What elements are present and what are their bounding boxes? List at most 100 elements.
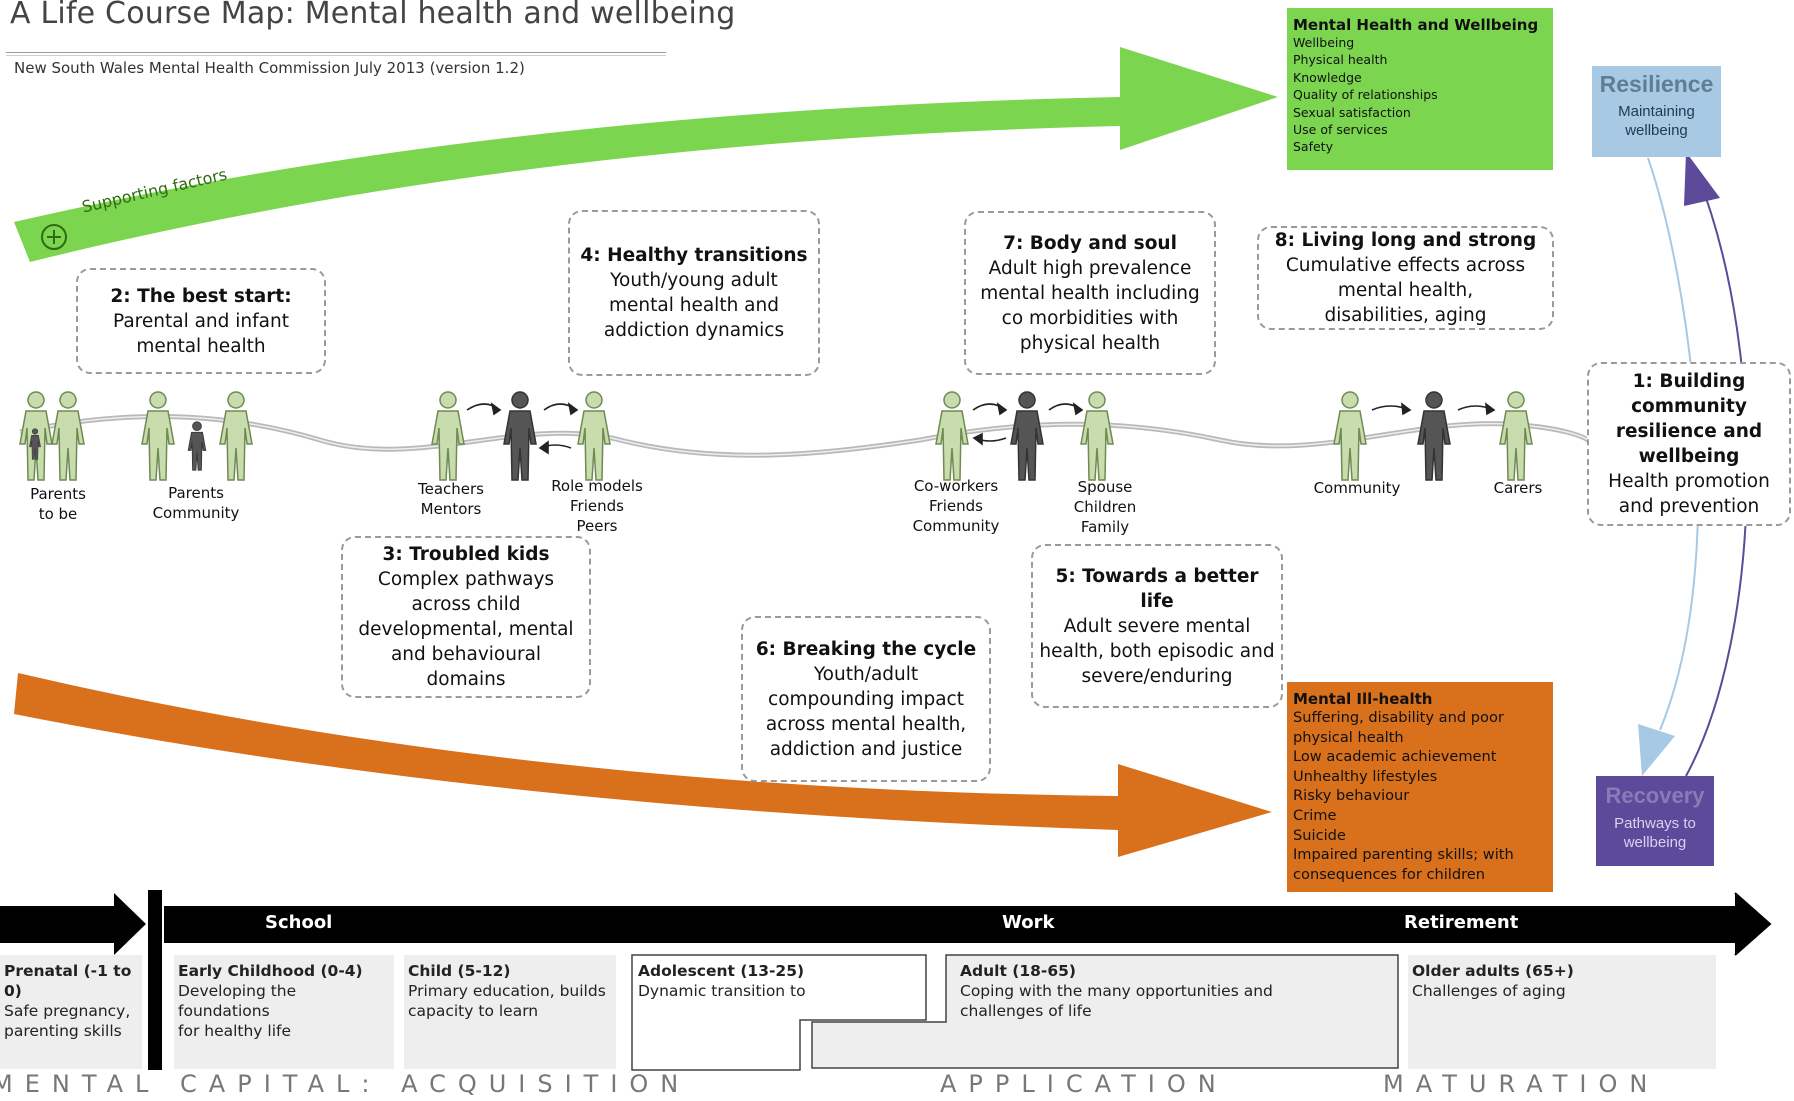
list-item: Physical health	[1293, 52, 1388, 68]
box-heading: 4: Healthy transitions	[580, 245, 808, 266]
phase-body: Dynamic transition to a	[638, 982, 810, 1000]
phase-early-childhood: Early Childhood (0-4) Developing the fou…	[174, 955, 394, 1069]
ill-health-outcomes-box: Mental Ill-health Suffering, disability …	[1287, 682, 1553, 892]
interaction-arrows	[466, 402, 1496, 455]
box-healthy-transitions: 4: Healthy transitions Youth/young adult…	[568, 210, 820, 376]
page-title: A Life Course Map: Mental health and wel…	[10, 0, 736, 31]
phase-heading: Adolescent (13-25)	[638, 962, 805, 980]
box-body-and-soul: 7: Body and soul Adult high prevalence m…	[964, 211, 1216, 375]
resilience-title: Resilience	[1599, 71, 1714, 97]
phase-body: Primary education, builds capacity to le…	[408, 982, 606, 1020]
phase-child: Child (5-12) Primary education, builds c…	[404, 955, 616, 1069]
page-subtitle: New South Wales Mental Health Commission…	[14, 59, 525, 77]
child-icon	[187, 421, 207, 471]
recovery-subtitle: Pathways to wellbeing	[1614, 815, 1696, 851]
phase-body: Safe pregnancy, parenting skills	[4, 1002, 131, 1040]
adult-icon	[1010, 391, 1044, 481]
box-heading: 8: Living long and strong	[1274, 230, 1537, 251]
box-heading: 3: Troubled kids	[382, 544, 550, 565]
list-item: consequences for children	[1293, 865, 1486, 883]
list-item: Safety	[1293, 139, 1333, 155]
person-label: Role models Friends Peers	[551, 477, 643, 535]
wellbeing-outcomes-box: Mental Health and Wellbeing Wellbeing Ph…	[1287, 8, 1553, 170]
box-heading: 2: The best start:	[110, 285, 292, 307]
adult-outline	[811, 954, 1399, 1069]
list-item: Sexual satisfaction	[1293, 104, 1411, 120]
list-item: Use of services	[1293, 122, 1388, 138]
box-body: Youth/young adult mental health and addi…	[603, 270, 785, 341]
person-label: Community	[1313, 479, 1401, 497]
title-divider	[6, 52, 666, 56]
person-icon	[431, 391, 465, 481]
phase-body: Coping with the many opportunities and c…	[960, 982, 1273, 1020]
person-label: Spouse Children Family	[1073, 478, 1137, 536]
person-icon	[219, 391, 253, 481]
box-body: Health promotion and prevention	[1608, 471, 1770, 517]
mental-capital-application: APPLICATION	[940, 1070, 1228, 1098]
phase-heading: Child (5-12)	[408, 962, 511, 980]
list-item: Suffering, disability and poor	[1293, 709, 1504, 726]
person-icon	[141, 391, 175, 481]
box-best-start: 2: The best start: Parental and infant m…	[76, 268, 326, 374]
phase-heading: Prenatal (-1 to 0)	[4, 962, 132, 1000]
supporting-factors-arrow	[14, 47, 1278, 262]
box-body: Parental and infant mental health	[113, 310, 289, 357]
phase-body: Challenges of aging	[1412, 982, 1566, 1000]
person-icon	[577, 391, 611, 481]
mental-capital-acquisition: MENTAL CAPITAL: ACQUISITION	[0, 1070, 691, 1098]
ill-health-heading: Mental Ill-health	[1293, 690, 1433, 708]
person-icon	[51, 391, 85, 481]
recovery-title: Recovery	[1605, 783, 1705, 808]
box-community-resilience: 1: Building community resilience and wel…	[1587, 362, 1791, 526]
person-label: Parents Community	[152, 484, 240, 522]
timeline-label-retirement: Retirement	[1404, 912, 1519, 933]
phase-body: Developing the foundations for healthy l…	[178, 982, 297, 1040]
phase-adult: Adult (18-65) Coping with the many oppor…	[956, 955, 1396, 1069]
box-heading: 7: Body and soul	[1003, 232, 1177, 254]
wellbeing-list: Wellbeing Physical health Knowledge Qual…	[1293, 34, 1547, 156]
prenatal-arrow	[0, 893, 146, 955]
phase-heading: Adult (18-65)	[960, 962, 1076, 980]
box-body: Complex pathways across child developmen…	[358, 569, 574, 690]
box-better-life: 5: Towards a better life Adult severe me…	[1031, 544, 1283, 708]
person-icon	[935, 391, 969, 481]
person-icon	[1080, 391, 1114, 481]
recovery-arrowhead	[1638, 724, 1675, 776]
box-body: Adult high prevalence mental health incl…	[980, 257, 1200, 354]
list-item: Impaired parenting skills; with	[1293, 846, 1514, 864]
list-item: physical health	[1293, 728, 1404, 746]
timeline-label-work: Work	[1002, 912, 1055, 933]
phase-heading: Early Childhood (0-4)	[178, 962, 363, 980]
box-troubled-kids: 3: Troubled kids Complex pathways across…	[341, 536, 591, 698]
phase-older-adults: Older adults (65+) Challenges of aging	[1408, 955, 1716, 1069]
life-timeline-arrow	[164, 893, 1770, 955]
timeline-label-school: School	[265, 912, 333, 933]
list-item: Wellbeing	[1293, 35, 1355, 50]
list-item: Unhealthy lifestyles	[1293, 767, 1438, 785]
plus-icon	[41, 224, 67, 250]
ill-health-arrow	[14, 673, 1272, 857]
box-breaking-cycle: 6: Breaking the cycle Youth/adult compou…	[741, 616, 991, 782]
recovery-box: Recovery Pathways to wellbeing	[1596, 776, 1714, 866]
phase-heading: Older adults (65+)	[1412, 962, 1574, 980]
phase-adolescent: Adolescent (13-25) Dynamic transition to…	[634, 955, 814, 1015]
youth-icon	[503, 391, 537, 481]
phase-prenatal: Prenatal (-1 to 0) Safe pregnancy, paren…	[0, 955, 142, 1069]
list-item: Crime	[1293, 806, 1337, 824]
birth-divider	[148, 890, 162, 1070]
resilience-subtitle: Maintaining wellbeing	[1618, 103, 1695, 139]
resilience-box: Resilience Maintaining wellbeing	[1592, 66, 1721, 157]
box-heading: 5: Towards a better life	[1055, 565, 1259, 612]
person-label: Teachers Mentors	[418, 480, 484, 518]
list-item: Suicide	[1293, 826, 1346, 844]
wellbeing-heading: Mental Health and Wellbeing	[1293, 16, 1539, 34]
box-body: Adult severe mental health, both episodi…	[1039, 615, 1275, 687]
ill-health-list: Suffering, disability and poor physical …	[1293, 708, 1547, 884]
older-adult-icon	[1417, 391, 1451, 481]
list-item: Knowledge	[1293, 69, 1362, 85]
list-item: Quality of relationships	[1293, 87, 1438, 103]
box-living-long: 8: Living long and strong Cumulative eff…	[1257, 226, 1554, 330]
list-item: Low academic achievement	[1293, 748, 1497, 766]
